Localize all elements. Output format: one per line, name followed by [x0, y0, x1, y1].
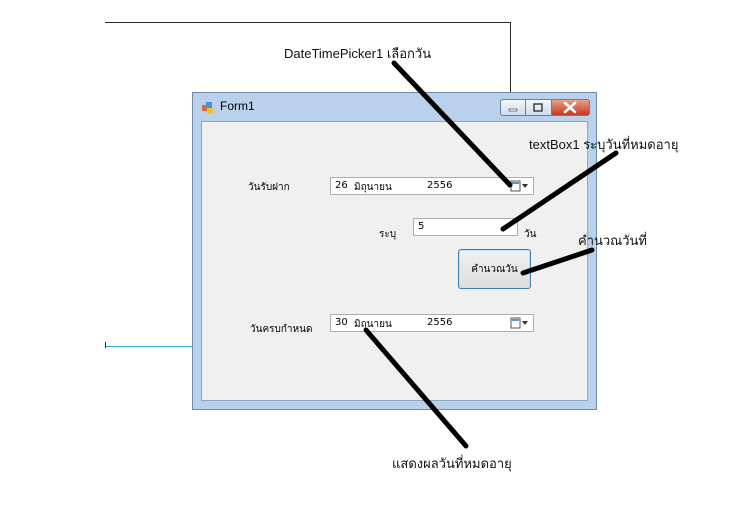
receive-date-label: วันรับฝาก [248, 182, 290, 193]
close-button[interactable] [552, 99, 590, 116]
annotation-calculate: คำนวณวันที่ [578, 233, 647, 248]
title-bar[interactable]: Form1 [193, 93, 596, 121]
receive-month: มิถุนายน [354, 182, 392, 193]
form-app-icon [201, 100, 215, 114]
close-icon [563, 101, 577, 114]
due-day: 30 [335, 317, 348, 328]
form-client-area: วันรับฝาก 26 มิถุนายน 2556 ระบุ 5 วัน คำ… [201, 121, 588, 401]
background-line-tick [105, 342, 106, 348]
annotation-date-picker: DateTimePicker1 เลือกวัน [284, 46, 432, 61]
due-year: 2556 [427, 317, 453, 328]
days-unit-label: วัน [524, 229, 537, 240]
annotation-result: แสดงผลวันที่หมดอายุ [392, 456, 512, 471]
days-value: 5 [418, 221, 425, 232]
form1-window: Form1 วันรับฝาก 26 มิถุนายน 2556 [192, 92, 597, 410]
arrow-to-textbox [500, 150, 619, 232]
minimize-icon [508, 108, 518, 112]
receive-day: 26 [335, 180, 348, 191]
background-line-cyan [105, 346, 193, 347]
calculate-button-label: คำนวณวัน [471, 263, 518, 275]
maximize-button[interactable] [526, 99, 552, 116]
annotation-textbox: textBox1 ระบุวันที่หมดอายุ [529, 137, 679, 152]
due-month: มิถุนายน [354, 319, 392, 330]
days-textbox[interactable]: 5 [413, 218, 518, 236]
background-line-right [510, 22, 511, 94]
due-date-label: วันครบกำหนด [250, 324, 313, 335]
calculate-button[interactable]: คำนวณวัน [458, 249, 531, 289]
receive-year: 2556 [427, 180, 453, 191]
specify-label: ระบุ [379, 229, 397, 240]
arrow-to-date-picker [391, 60, 513, 188]
due-date-picker[interactable]: 30 มิถุนายน 2556 [330, 314, 534, 332]
calendar-dropdown-icon[interactable] [510, 317, 530, 329]
maximize-icon [533, 103, 543, 112]
window-title: Form1 [220, 99, 255, 113]
background-line-top [105, 22, 511, 23]
arrow-to-calculate-button [520, 247, 595, 276]
minimize-button[interactable] [500, 99, 526, 116]
arrow-to-due-date-picker [363, 327, 469, 449]
receive-date-picker[interactable]: 26 มิถุนายน 2556 [330, 177, 534, 195]
